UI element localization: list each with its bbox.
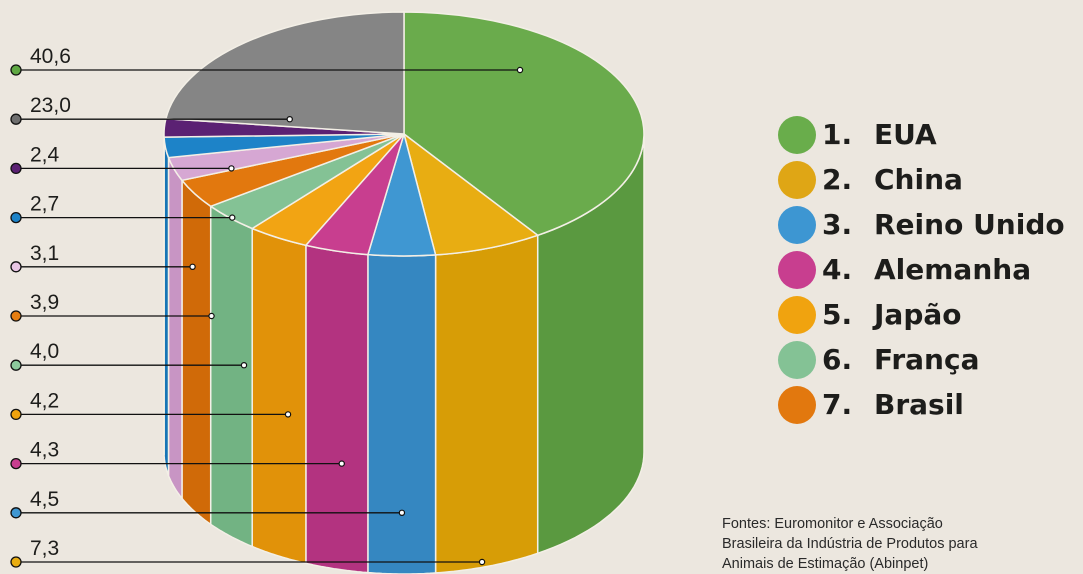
leader-end-dot bbox=[286, 115, 293, 123]
legend-label: China bbox=[874, 163, 963, 196]
legend-number: 3. bbox=[822, 208, 853, 241]
legend-label: Brasil bbox=[874, 388, 964, 421]
legend: 1. EUA 2. China 3. Reino Unido 4. Aleman… bbox=[778, 112, 1065, 427]
slice-7-3 bbox=[402, 132, 540, 256]
value-label: 7,3 bbox=[30, 537, 59, 560]
legend-item-reino-unido: 3. Reino Unido bbox=[778, 202, 1065, 247]
label-dot bbox=[10, 310, 22, 322]
leader-end-dot bbox=[228, 165, 235, 172]
slice-23-0 bbox=[164, 11, 405, 135]
slice-side-4-5 bbox=[367, 253, 437, 574]
source-line: Animais de Estimação (Abinpet) bbox=[722, 556, 929, 572]
leader-end-dot bbox=[338, 460, 345, 467]
legend-item-china: 2. China bbox=[778, 157, 1065, 202]
legend-item-alemanha: 4. Alemanha bbox=[778, 247, 1065, 292]
legend-swatch-reino-unido bbox=[778, 205, 816, 244]
label-dot bbox=[10, 359, 22, 371]
legend-swatch-eua bbox=[778, 115, 816, 154]
leader-lines bbox=[10, 64, 524, 568]
label-dot bbox=[10, 261, 22, 273]
legend-label: França bbox=[874, 343, 980, 376]
source-line: Fontes: Euromonitor e Associação bbox=[722, 516, 943, 532]
label-dot bbox=[10, 211, 22, 224]
value-labels: 40,6 23,0 2,4 2,7 3,1 3,9 4,0 4,2 4,3 4,5 7,3 bbox=[30, 45, 71, 560]
leader-end-dot bbox=[208, 312, 215, 320]
label-dot bbox=[10, 64, 22, 76]
value-label: 2,7 bbox=[30, 193, 59, 216]
legend-swatch-alemanha bbox=[778, 250, 816, 289]
slice-side-4-0 bbox=[209, 204, 253, 548]
leader-end-dot bbox=[284, 411, 292, 418]
legend-swatch-china bbox=[778, 160, 816, 199]
source-note: Fontes: Euromonitor e Associação Brasile… bbox=[722, 514, 1062, 574]
legend-label: Alemanha bbox=[874, 253, 1032, 286]
label-dot bbox=[10, 556, 22, 568]
legend-swatch-franca bbox=[778, 340, 816, 379]
value-label: 3,1 bbox=[30, 242, 59, 265]
leader-end-dot bbox=[516, 66, 524, 74]
value-label: 40,6 bbox=[30, 45, 71, 68]
leader-end-dot bbox=[398, 509, 406, 516]
legend-item-brasil: 7. Brasil bbox=[778, 382, 1065, 427]
label-dot bbox=[10, 162, 22, 175]
value-label: 23,0 bbox=[30, 94, 71, 117]
value-label: 2,4 bbox=[30, 143, 60, 166]
slice-40-6 bbox=[403, 11, 645, 237]
value-label: 4,5 bbox=[30, 488, 59, 511]
leader-end-dot bbox=[229, 214, 236, 221]
source-line: Brasileira da Indústria de Produtos para bbox=[722, 536, 978, 552]
legend-number: 6. bbox=[822, 343, 853, 376]
legend-number: 1. bbox=[822, 118, 853, 151]
slice-side-4-3 bbox=[305, 244, 369, 574]
cylinder-tops bbox=[163, 11, 645, 257]
leader-end-dot bbox=[240, 362, 248, 369]
legend-swatch-japao bbox=[778, 295, 816, 334]
legend-number: 7. bbox=[822, 388, 853, 421]
legend-item-eua: 1. EUA bbox=[778, 112, 1065, 157]
label-dot bbox=[10, 408, 22, 421]
legend-item-franca: 6. França bbox=[778, 337, 1065, 382]
label-dot bbox=[10, 113, 22, 125]
value-label: 4,0 bbox=[30, 340, 59, 363]
value-label: 4,3 bbox=[30, 439, 59, 462]
legend-number: 5. bbox=[822, 298, 853, 331]
legend-label: EUA bbox=[874, 118, 937, 151]
leader-end-dot bbox=[478, 558, 486, 566]
legend-number: 4. bbox=[822, 253, 853, 286]
value-label: 3,9 bbox=[30, 291, 59, 314]
legend-item-japao: 5. Japão bbox=[778, 292, 1065, 337]
label-dot bbox=[10, 507, 22, 519]
slice-side-3-1 bbox=[167, 157, 183, 501]
value-label: 4,2 bbox=[30, 389, 59, 412]
slice-side-3-9 bbox=[181, 178, 212, 526]
legend-label: Japão bbox=[874, 298, 962, 331]
legend-label: Reino Unido bbox=[874, 208, 1065, 241]
leader-end-dot bbox=[189, 263, 196, 270]
legend-number: 2. bbox=[822, 163, 853, 196]
slice-side-7-3 bbox=[434, 234, 539, 574]
legend-swatch-brasil bbox=[778, 385, 816, 424]
label-dot bbox=[10, 457, 22, 470]
